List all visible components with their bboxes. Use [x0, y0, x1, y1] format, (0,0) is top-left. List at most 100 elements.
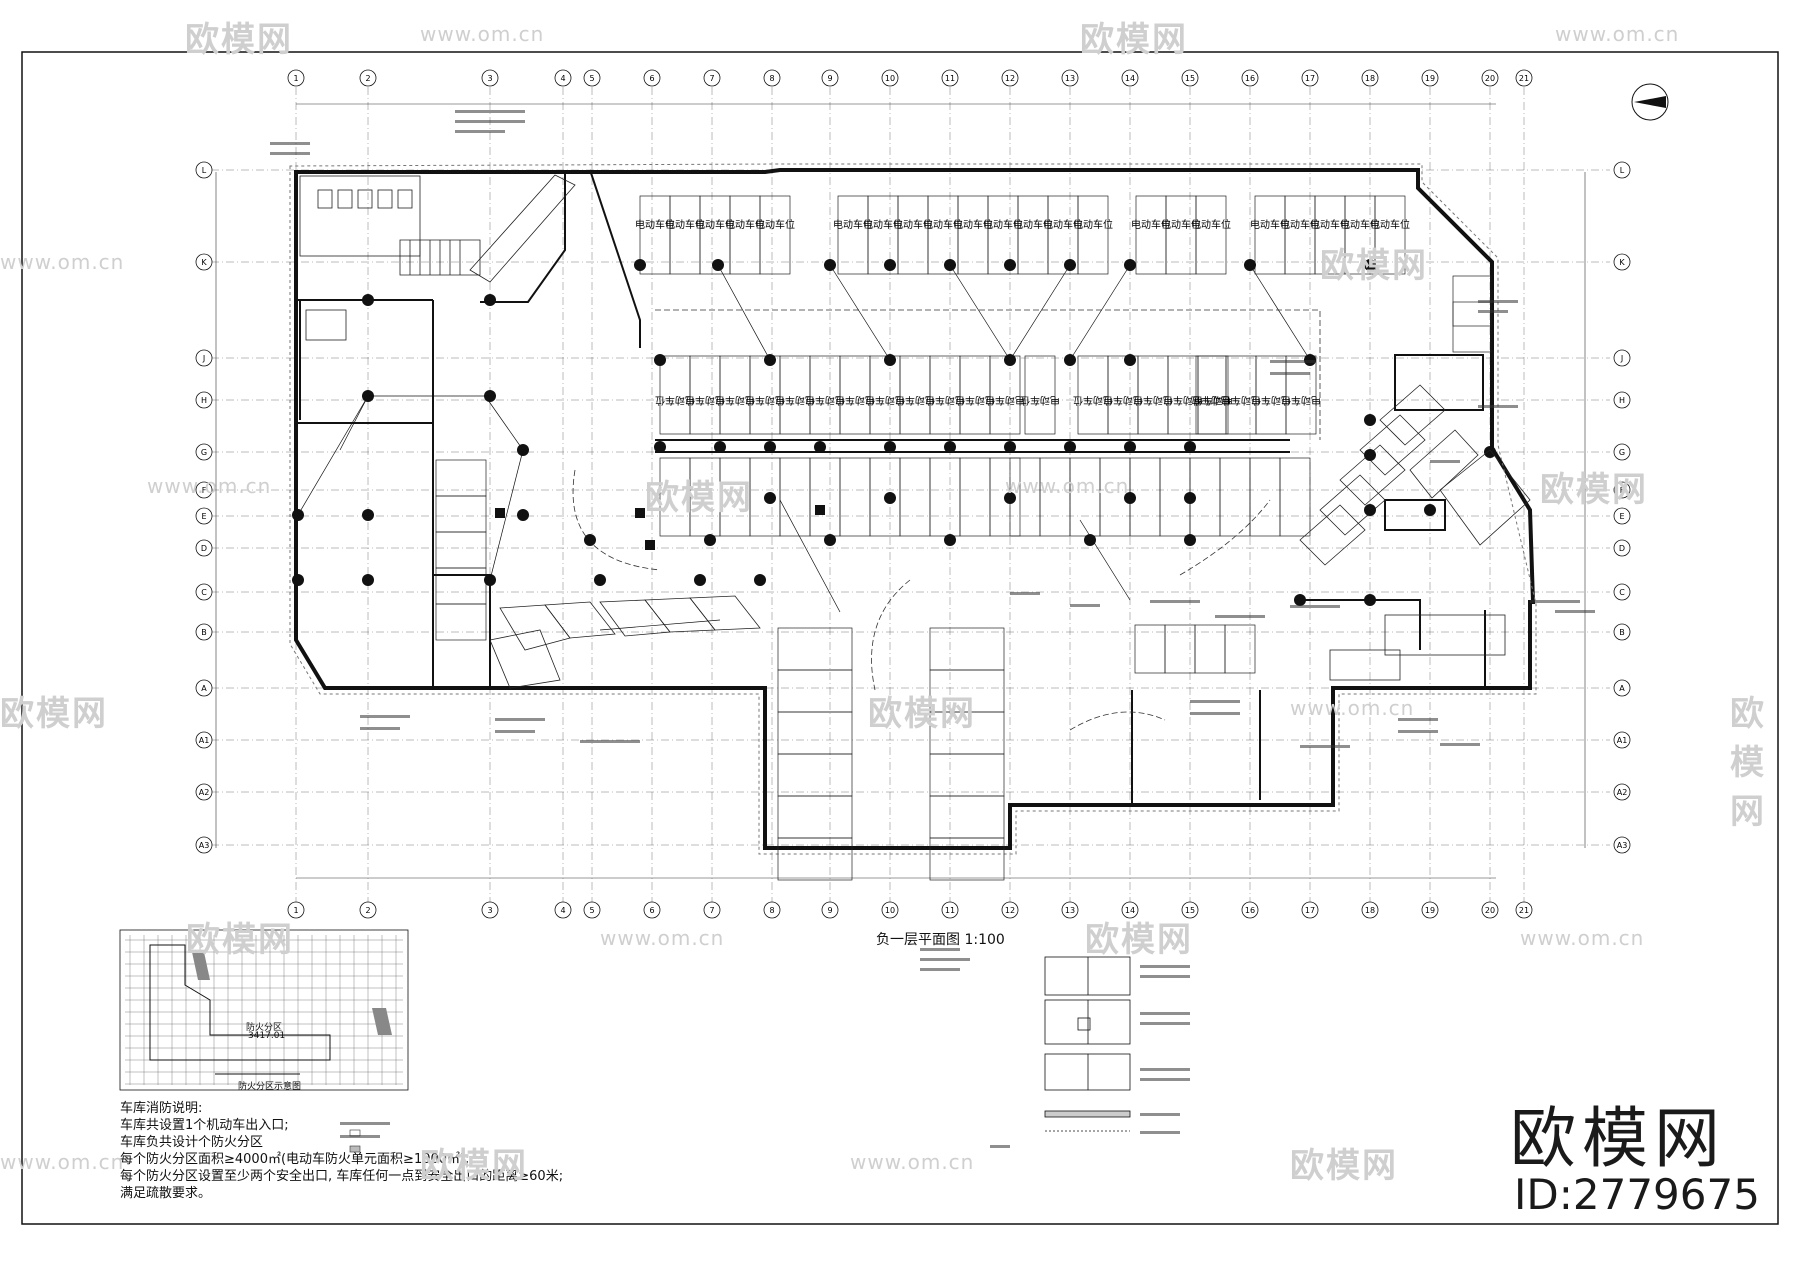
axis-label: 1 [293, 906, 298, 915]
column [1364, 594, 1376, 606]
column [764, 441, 776, 453]
annotation-text-mark [1190, 700, 1240, 703]
watermark-site: www.om.cn [0, 1150, 125, 1174]
axis-bubble [1061, 901, 1079, 919]
column [1484, 446, 1496, 458]
ev-parking-label: 电动车位 [893, 218, 933, 231]
plan-title: 负一层平面图 1:100 [876, 932, 1005, 948]
column [1084, 534, 1096, 546]
axis-label: D [1619, 544, 1625, 553]
axis-bubble [1001, 69, 1019, 87]
axis-bubble [583, 901, 601, 919]
car-parking-label: 电动车位 [955, 394, 995, 407]
axis-bubble [703, 901, 721, 919]
axis-label: 19 [1425, 74, 1435, 83]
axis-bubble [1301, 69, 1319, 87]
parking-space [989, 457, 1021, 537]
column [1364, 259, 1376, 271]
annotation-text-mark [455, 110, 525, 113]
axis-label: 21 [1519, 906, 1529, 915]
column [362, 294, 374, 306]
axis-label: E [201, 512, 206, 521]
column [815, 505, 825, 515]
axis-bubble [359, 69, 377, 87]
axis-label: 1 [293, 74, 298, 83]
axis-label: F [202, 486, 207, 495]
column [1364, 414, 1376, 426]
axis-label: 4 [560, 74, 565, 83]
axis-label: A3 [199, 841, 210, 850]
annotation-text-mark [1530, 600, 1580, 603]
axis-bubble [195, 161, 213, 179]
parking-space [779, 457, 811, 537]
axis-bubble [1121, 901, 1139, 919]
axis-bubble [1181, 901, 1199, 919]
car-parking-label: 电动车位 [895, 394, 935, 407]
column [1004, 441, 1016, 453]
parking-space [959, 457, 991, 537]
axis-bubble [881, 69, 899, 87]
parking-legend [1044, 956, 1131, 1132]
axis-label: 12 [1005, 74, 1015, 83]
axis-label: 10 [885, 906, 895, 915]
ev-parking-space [957, 195, 989, 275]
column [1364, 504, 1376, 516]
annotation-text-mark [1478, 310, 1508, 313]
annotation-text-mark [1398, 718, 1438, 721]
annotation-text-mark [270, 142, 310, 145]
zone-area: 3417.01 [248, 1031, 286, 1041]
axis-label: A2 [199, 788, 210, 797]
annotation-text-mark [920, 968, 960, 971]
axis-bubble [1421, 901, 1439, 919]
car-parking-label: 电动车位 [835, 394, 875, 407]
fire-notes-line: 车库共设置1个机动车出入口; [120, 1118, 289, 1133]
parking-space [1279, 457, 1311, 537]
axis-bubble [821, 69, 839, 87]
axis-bubble [1515, 69, 1533, 87]
car-parking-row: 电动车位电动车位电动车位电动车位电动车位电动车位电动车位电动车位电动车位电动车位… [655, 355, 1321, 435]
column [1124, 354, 1136, 366]
axis-label: 13 [1065, 906, 1075, 915]
axis-bubble [821, 901, 839, 919]
car-parking-label: 电动车位 [1193, 394, 1233, 407]
axis-label: 9 [827, 74, 832, 83]
ev-parking-space [1077, 195, 1109, 275]
ev-parking-space [1165, 195, 1197, 275]
car-parking-label: 电动车位 [1073, 394, 1113, 407]
axis-label: 17 [1305, 906, 1315, 915]
car-parking-label: 电动车位 [1133, 394, 1173, 407]
axis-label: 5 [589, 74, 594, 83]
column [704, 534, 716, 546]
column [944, 441, 956, 453]
parking-space [929, 837, 1005, 881]
fire-notes-line: 满足疏散要求。 [120, 1186, 212, 1201]
column [362, 509, 374, 521]
watermark-brand: 欧模网 [1290, 1146, 1398, 1186]
ev-parking-label: 电动车位 [983, 218, 1023, 231]
annotation-text-mark [270, 152, 310, 155]
axis-label: A1 [199, 736, 210, 745]
axis-label: A3 [1617, 841, 1628, 850]
stair-core-nw [299, 174, 576, 341]
annotation-text-mark [360, 715, 410, 718]
axis-bubble [763, 69, 781, 87]
watermark-brand: 欧模网 [0, 694, 108, 734]
axis-label: 2 [365, 906, 370, 915]
axis-label: K [1619, 258, 1625, 267]
parking-space [435, 531, 487, 569]
axis-label: 16 [1245, 906, 1255, 915]
axis-label: 10 [885, 74, 895, 83]
annotation-text-mark [1215, 615, 1265, 618]
ev-parking-label: 电动车位 [755, 218, 795, 231]
axis-label: H [1619, 396, 1625, 405]
axis-bubble [195, 783, 213, 801]
axis-bubble [554, 901, 572, 919]
parking-space [777, 627, 853, 671]
axis-label: 3 [487, 74, 492, 83]
drawing-frame [21, 51, 1779, 1225]
ev-parking-label: 电动车位 [1043, 218, 1083, 231]
ev-parking-label: 电动车位 [635, 218, 675, 231]
ev-parking-space [1195, 195, 1227, 275]
axis-label: K [201, 258, 207, 267]
annotation-text-mark [1140, 1068, 1190, 1071]
